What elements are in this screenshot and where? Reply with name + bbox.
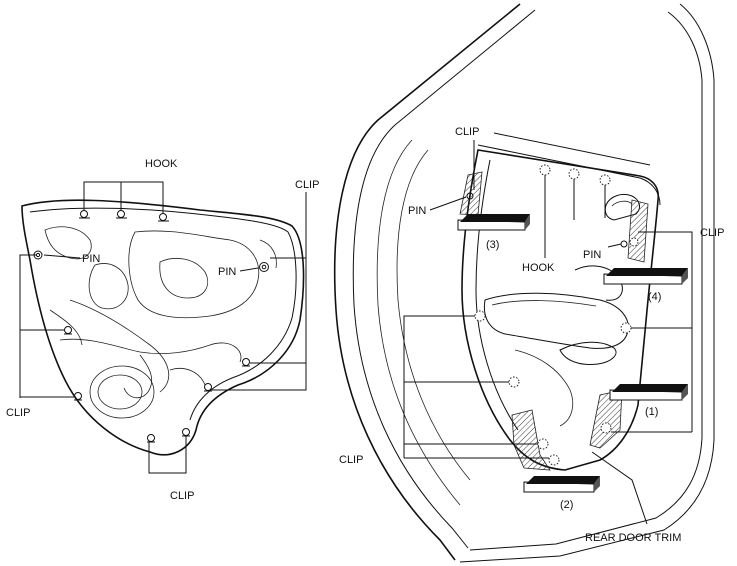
clip-fastener [204,383,212,392]
step-4-arrow: (4) [603,268,688,303]
hook-location [599,174,611,186]
clip-label: CLIP [455,126,479,138]
step-3-arrow: (3) [457,214,530,251]
pin-leader [429,196,467,211]
clip-fastener [147,434,155,443]
hook-fastener [79,210,90,219]
door-installed-view: HOOK CLIP CLIP CLIP PIN PIN REAR DOOR TR… [333,3,724,563]
rear-door-trim-label: REAR DOOR TRIM [585,532,681,544]
step-2-arrow: (2) [523,476,600,511]
rear-door-trim-leader [591,451,648,525]
clip-leader [19,254,74,398]
clip-location [629,237,639,247]
hook-leader [83,181,164,213]
hatched-area-upper-right [627,199,649,263]
pin-fastener [259,262,269,272]
hatched-area-bottom [511,409,551,471]
pin-leader [239,267,259,272]
clip-label: CLIP [339,454,363,466]
clip-location [600,422,612,434]
trim-panel-back-view: HOOK PIN PIN CLIP CLIP CLIP [6,158,319,502]
clip-label: CLIP [295,179,319,191]
clip-label: CLIP [700,227,724,239]
pin-label: PIN [218,266,236,278]
armrest [483,292,629,349]
clip-label: CLIP [6,407,30,419]
pin-label: PIN [583,249,601,261]
step-1-arrow: (1) [609,384,688,418]
clip-fastener [64,326,72,335]
speaker-opening [89,365,155,419]
pin-leader [607,243,622,248]
clip-leader [611,231,693,433]
hook-location [539,164,551,176]
clip-location [548,454,560,466]
pin-location [620,240,628,248]
rear-door-trim-outline [461,149,660,471]
step-2-label: (2) [560,499,573,511]
hook-fastener [158,213,169,222]
clip-leader [148,436,187,474]
clip-leader [212,192,307,391]
pin-location [466,192,474,200]
hook-label: HOOK [145,158,178,170]
clip-location [620,322,632,334]
hook-location [568,168,580,180]
clip-fastener [242,358,250,367]
clip-location [537,438,549,450]
step-4-label: (4) [648,291,661,303]
clip-leader [403,315,549,459]
clip-label: CLIP [170,490,194,502]
step-1-label: (1) [645,406,658,418]
door-frame [333,3,521,561]
step-3-label: (3) [486,239,499,251]
pin-label: PIN [82,253,100,265]
clip-fastener [74,392,82,401]
hook-label: HOOK [522,262,555,274]
pin-leader [43,254,81,259]
clip-fastener [182,428,190,437]
pin-label: PIN [408,205,426,217]
trim-panel-outline [21,199,305,456]
hook-fastener [116,210,127,219]
clip-location [474,310,486,322]
clip-location [508,376,520,388]
